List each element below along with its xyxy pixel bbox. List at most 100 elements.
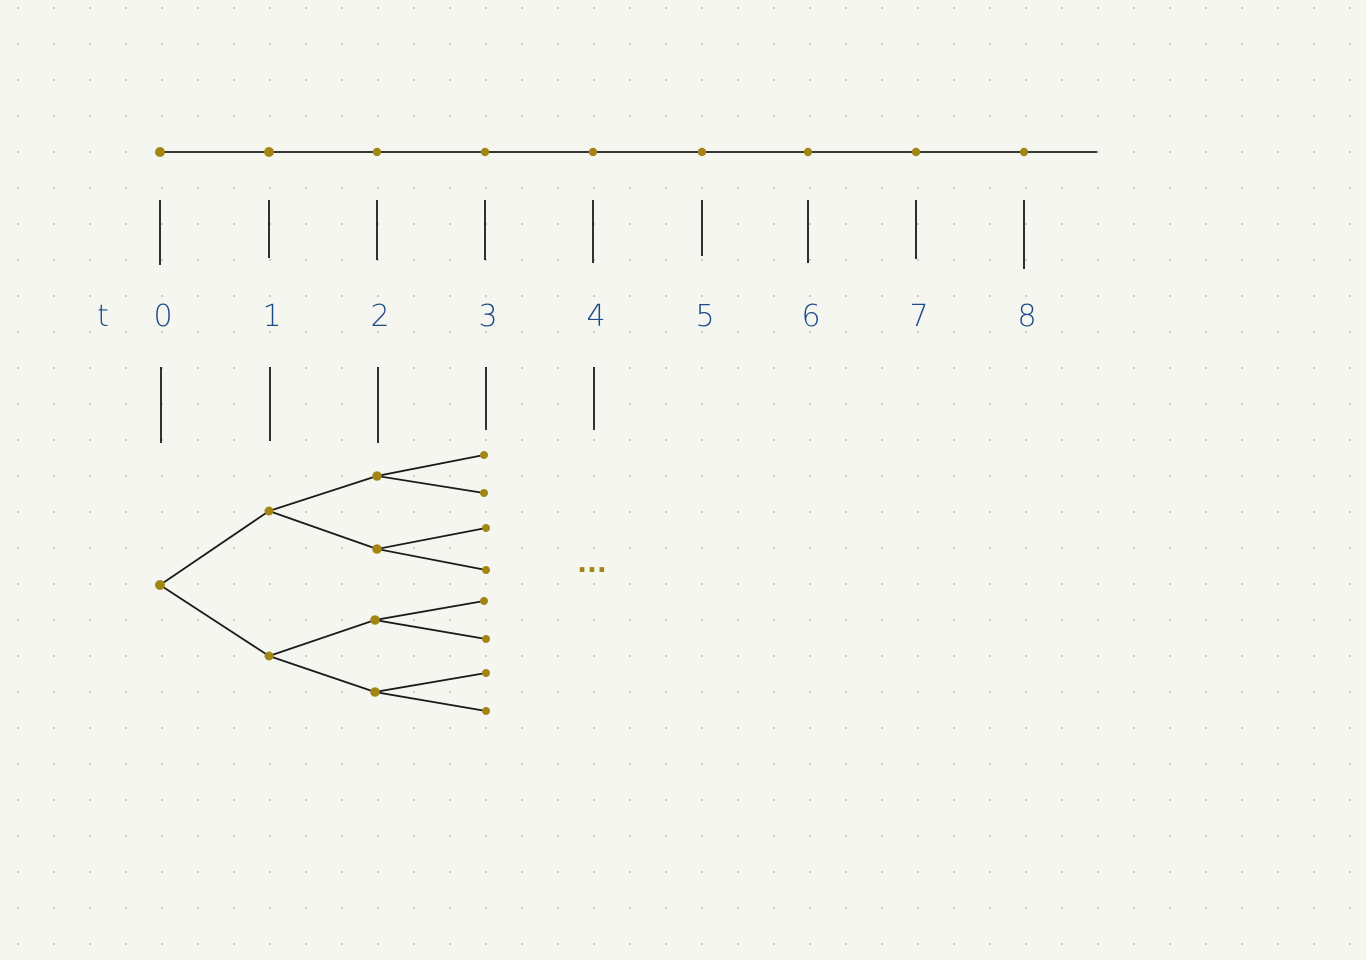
grid-dot	[736, 294, 740, 298]
grid-dot	[1276, 942, 1280, 946]
tree-node-l2-0	[372, 471, 382, 481]
grid-dot	[1348, 78, 1352, 82]
grid-dot	[1204, 78, 1208, 82]
grid-dot	[1168, 618, 1172, 622]
grid-dot	[88, 834, 92, 838]
grid-dot	[520, 798, 524, 802]
tree-edge-1-3	[268, 655, 376, 693]
timeline-node-7	[911, 147, 921, 157]
grid-dot	[988, 654, 992, 658]
grid-dot	[628, 42, 632, 46]
grid-dot	[772, 114, 776, 118]
grid-dot	[1168, 510, 1172, 514]
grid-dot	[1240, 870, 1244, 874]
grid-dot	[1204, 546, 1208, 550]
grid-dot	[412, 618, 416, 622]
grid-dot	[196, 762, 200, 766]
grid-dot	[520, 834, 524, 838]
grid-dot	[52, 366, 56, 370]
grid-dot	[16, 6, 20, 10]
grid-dot	[844, 42, 848, 46]
grid-dot	[808, 330, 812, 334]
grid-dot	[484, 294, 488, 298]
grid-dot	[1240, 618, 1244, 622]
grid-dot	[16, 618, 20, 622]
grid-dot	[628, 474, 632, 478]
grid-dot	[772, 258, 776, 262]
grid-dot	[844, 942, 848, 946]
grid-dot	[988, 42, 992, 46]
grid-dot	[340, 546, 344, 550]
grid-dot	[124, 654, 128, 658]
grid-dot	[1024, 294, 1028, 298]
grid-dot	[52, 870, 56, 874]
grid-dot	[1240, 258, 1244, 262]
time-label-2: 2	[370, 299, 389, 334]
grid-dot	[1312, 654, 1316, 658]
grid-dot	[412, 222, 416, 226]
grid-dot	[1348, 114, 1352, 118]
grid-dot	[52, 402, 56, 406]
grid-dot	[412, 762, 416, 766]
grid-dot	[52, 690, 56, 694]
grid-dot	[916, 582, 920, 586]
grid-dot	[772, 402, 776, 406]
grid-dot	[592, 726, 596, 730]
grid-dot	[808, 294, 812, 298]
grid-dot	[340, 474, 344, 478]
grid-dot	[304, 726, 308, 730]
grid-dot	[628, 78, 632, 82]
grid-dot	[484, 78, 488, 82]
grid-dot	[1204, 798, 1208, 802]
grid-dot	[1240, 402, 1244, 406]
grid-dot	[232, 186, 236, 190]
grid-dot	[124, 42, 128, 46]
grid-dot	[232, 258, 236, 262]
grid-dot	[1168, 474, 1172, 478]
grid-dot	[772, 762, 776, 766]
grid-dot	[196, 510, 200, 514]
grid-dot	[1348, 366, 1352, 370]
grid-dot	[1168, 402, 1172, 406]
tree-edge-1-0	[268, 475, 378, 512]
grid-dot	[520, 654, 524, 658]
grid-dot	[268, 474, 272, 478]
grid-dot	[376, 294, 380, 298]
grid-dot	[88, 258, 92, 262]
grid-dot	[664, 546, 668, 550]
grid-dot	[376, 798, 380, 802]
grid-dot	[880, 798, 884, 802]
grid-dot	[1024, 222, 1028, 226]
grid-dot	[1348, 762, 1352, 766]
grid-dot	[412, 78, 416, 82]
grid-dot	[1312, 6, 1316, 10]
grid-dot	[664, 366, 668, 370]
grid-dot	[628, 402, 632, 406]
binary-tree	[155, 451, 490, 715]
grid-dot	[52, 222, 56, 226]
lower-connector-ticks	[160, 367, 595, 443]
grid-dot	[412, 870, 416, 874]
grid-dot	[88, 42, 92, 46]
grid-dot	[520, 582, 524, 586]
timeline-node-1	[264, 147, 274, 157]
grid-dot	[700, 438, 704, 442]
grid-dot	[952, 654, 956, 658]
grid-dot	[592, 546, 596, 550]
grid-dot	[1240, 330, 1244, 334]
grid-dot	[1096, 618, 1100, 622]
grid-dot	[412, 690, 416, 694]
grid-dot	[304, 114, 308, 118]
grid-dot	[1348, 690, 1352, 694]
grid-dot	[844, 726, 848, 730]
grid-dot	[160, 294, 164, 298]
grid-dot	[1132, 474, 1136, 478]
grid-dot	[484, 870, 488, 874]
grid-dot	[196, 222, 200, 226]
grid-dot	[988, 474, 992, 478]
grid-dot	[124, 114, 128, 118]
grid-dot	[304, 294, 308, 298]
grid-dot	[160, 474, 164, 478]
grid-dot	[1240, 42, 1244, 46]
grid-dot	[700, 114, 704, 118]
